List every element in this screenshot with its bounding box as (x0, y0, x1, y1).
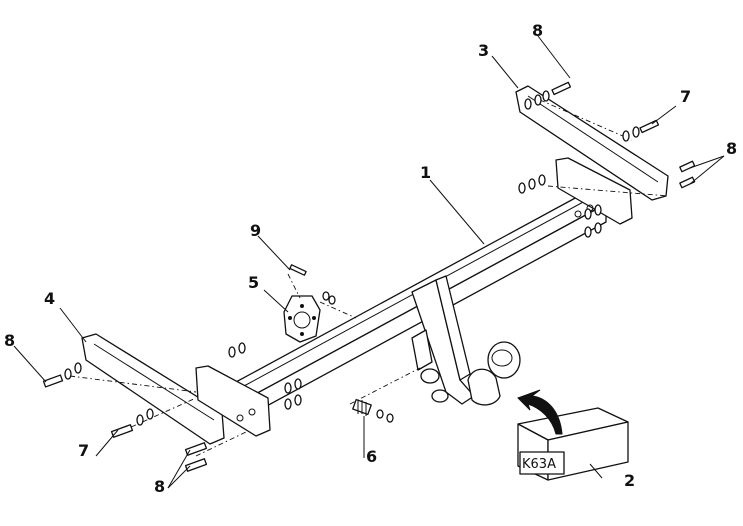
reference-numbers: 1 2 3 4 5 6 7 7 8 8 8 8 9 (4, 21, 737, 496)
package-box: K63A (517, 407, 629, 481)
label-8-right: 8 (726, 139, 737, 158)
assembly-lines (69, 99, 669, 457)
left-mounting-plate (195, 365, 271, 437)
leader-lines (13, 35, 725, 489)
left-side-bracket (81, 333, 225, 445)
label-9: 9 (250, 221, 261, 240)
label-8-left: 8 (4, 331, 15, 350)
package-code: K63A (522, 457, 556, 472)
label-6: 6 (366, 447, 377, 466)
label-7-right: 7 (680, 87, 691, 106)
label-4: 4 (44, 289, 55, 308)
label-1: 1 (420, 163, 431, 182)
label-2: 2 (624, 471, 635, 490)
label-7-left: 7 (78, 441, 89, 460)
label-8-top: 8 (532, 21, 543, 40)
curved-arrow-icon (517, 389, 563, 435)
right-mounting-plate (555, 157, 633, 225)
label-3: 3 (478, 41, 489, 60)
right-side-bracket (515, 85, 669, 201)
label-5: 5 (248, 273, 259, 292)
label-8-bottom: 8 (154, 477, 165, 496)
tow-neck (411, 275, 475, 405)
tow-ball (467, 341, 521, 406)
fasteners (42, 81, 696, 472)
socket-plate (283, 295, 321, 343)
